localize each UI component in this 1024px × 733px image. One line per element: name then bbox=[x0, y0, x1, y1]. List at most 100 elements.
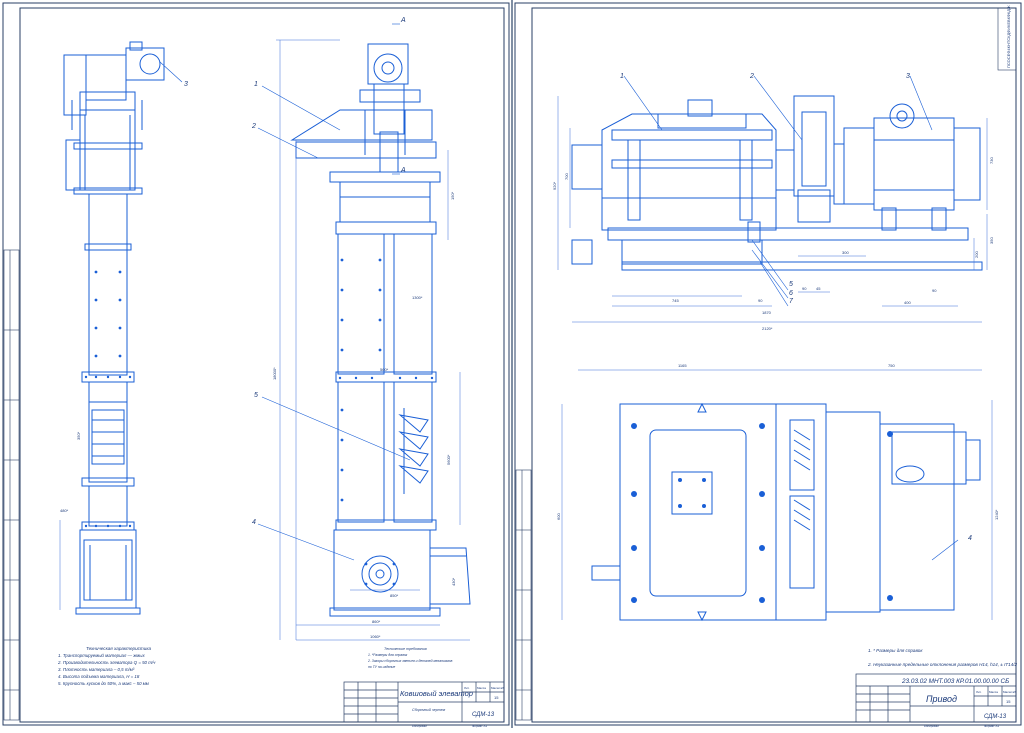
scale-label: Масштаб bbox=[1003, 690, 1016, 694]
dim-1870: 1870 bbox=[762, 310, 772, 315]
format-label: Формат А1 bbox=[984, 724, 999, 728]
callout-3: 3 bbox=[906, 73, 910, 80]
callout-5: 5 bbox=[789, 281, 793, 288]
spec-item: 4. Высота подъема материала, Н = 18 bbox=[58, 674, 140, 679]
dim-1165: 1165 bbox=[678, 363, 687, 368]
requirement-item: 1. *Размеры для справок bbox=[368, 653, 408, 657]
plan-dimension-lines bbox=[561, 369, 993, 620]
elevator-title-block bbox=[343, 681, 505, 723]
drive-title-texts: 23.03.02 МНТ.003 КР.01.00.00.00 СБ Приво… bbox=[901, 678, 1016, 728]
dim-300: 300 bbox=[842, 250, 849, 255]
elevator-title-texts: Ковшовый элеватор Сборочный чертеж СДМ-1… bbox=[400, 686, 504, 728]
callout-7: 7 bbox=[789, 298, 794, 305]
format-label: Формат А1 bbox=[472, 724, 487, 728]
side-view-bolts bbox=[84, 270, 132, 528]
copied-label: Копировал bbox=[412, 724, 427, 728]
elevator-leaders bbox=[159, 23, 411, 561]
drawing-subtitle: Сборочный чертеж bbox=[412, 708, 446, 712]
document-code: 23.03.02 МНТ.003 КР.01.00.00.00 СБ bbox=[901, 678, 1009, 685]
lit-label: Лит. bbox=[464, 686, 470, 690]
spec-item: 3. Плотность материала – 0,5 т/м³ bbox=[58, 667, 135, 672]
scale-label: Масштаб bbox=[491, 686, 504, 690]
dim-h-motor: 730 bbox=[989, 157, 994, 164]
dim-h-total: 920* bbox=[552, 181, 557, 190]
drive-dimension-texts: 920* 700 730 350 200 745 90 1870 2120* 3… bbox=[552, 157, 994, 331]
dim-h-base: 200 bbox=[974, 251, 979, 258]
dim-low: 850* bbox=[390, 593, 399, 598]
callout-1: 1 bbox=[620, 73, 624, 80]
mass-label: Масса bbox=[989, 690, 998, 694]
dim-h-frame: 350 bbox=[989, 237, 994, 244]
inner-frame bbox=[531, 7, 1017, 723]
drive-title-block bbox=[855, 673, 1017, 723]
dim-600: 600 bbox=[556, 513, 561, 520]
sheet-divider bbox=[511, 0, 513, 728]
dim-bottom-width: 860* bbox=[372, 619, 381, 624]
callout-2: 2 bbox=[749, 73, 754, 80]
tech-specs: Техническая характеристика 1. Транспорти… bbox=[57, 646, 156, 686]
dim-bucket: 560* bbox=[380, 367, 389, 372]
front-view-bolts bbox=[338, 258, 434, 586]
sheet-number: 15 bbox=[494, 695, 499, 700]
callout-5: 5 bbox=[254, 392, 258, 399]
drawing-sheet-drive: ПСОСЕФ4КНТСКДФИКЕВКФКДЖ bbox=[512, 0, 1024, 728]
dim-mid: 5600* bbox=[446, 454, 451, 465]
plan-view-bolts bbox=[631, 423, 893, 603]
elevator-callouts: 3 1 2 5 4 A A bbox=[184, 17, 406, 526]
callout-3: 3 bbox=[184, 81, 188, 88]
drive-leaders bbox=[623, 75, 959, 561]
sheet-number: 15 bbox=[1006, 699, 1011, 704]
dim-45: 45 bbox=[816, 286, 821, 291]
margin-stamp bbox=[515, 469, 532, 721]
dim-2120: 2120* bbox=[762, 326, 773, 331]
margin-stamp bbox=[3, 249, 20, 721]
elevator-drawing: 18000* 5600* 560* 1060* 860* 1300* 850* … bbox=[2, 2, 510, 728]
dim-90b: 90 bbox=[802, 286, 807, 291]
drive-notes: 1. * Размеры для справок 2. Неуказанные … bbox=[867, 648, 1018, 667]
dim-h-block: 700 bbox=[564, 173, 569, 180]
spec-item: 1. Транспортируемый материал — жмых bbox=[58, 653, 145, 658]
requirement-item: по ТУ на изделие bbox=[368, 665, 395, 669]
drive-drawing: ПСОСЕФ4КНТСКДФИКЕВКФКДЖ bbox=[514, 2, 1022, 728]
section-a-bottom: A bbox=[400, 167, 406, 174]
stamp-code: ПСОСЕФ4КНТСКДФИКЕВКФКДЖ bbox=[1006, 5, 1011, 68]
tech-requirements: Технические требования 1. *Размеры для с… bbox=[367, 647, 453, 669]
inner-frame bbox=[19, 7, 505, 723]
dim-745: 745 bbox=[672, 298, 679, 303]
dim-90c: 90 bbox=[932, 288, 937, 293]
requirements-heading: Технические требования bbox=[384, 647, 427, 651]
callout-4: 4 bbox=[252, 519, 256, 526]
section-a-top: A bbox=[400, 17, 406, 24]
elevator-dimension-lines bbox=[59, 39, 470, 641]
drive-plan-view bbox=[591, 402, 981, 622]
dim-400: 400 bbox=[904, 300, 911, 305]
drive-callouts: 1 2 3 5 6 7 4 bbox=[620, 73, 972, 542]
specs-heading: Техническая характеристика bbox=[86, 646, 151, 651]
drive-dimension-lines bbox=[557, 96, 988, 323]
outer-border bbox=[514, 2, 1022, 726]
rotated-stamp: ПСОСЕФ4КНТСКДФИКЕВКФКДЖ bbox=[997, 5, 1017, 71]
dim-1240: 1240* bbox=[994, 509, 999, 520]
requirement-item: 2. Зазоры сборочных звеньев и деталей ме… bbox=[367, 659, 453, 663]
spec-item: 5. Крупность кусков до 50%, а макс – 50 … bbox=[58, 681, 149, 686]
elevator-front-view bbox=[290, 43, 471, 617]
drawing-name: Ковшовый элеватор bbox=[400, 689, 473, 698]
drive-front-view bbox=[571, 95, 983, 271]
elevator-side-view bbox=[63, 41, 165, 615]
spec-item: 2. Производительность элеватора Q = 50 т… bbox=[57, 660, 156, 665]
mass-label: Масса bbox=[477, 686, 486, 690]
dim-aux2: 430* bbox=[451, 577, 456, 586]
plan-dimension-texts: 1165 750 600 1240* bbox=[556, 363, 999, 520]
callout-6: 6 bbox=[789, 290, 793, 297]
note-1: 1. * Размеры для справок bbox=[868, 648, 923, 653]
dim-total-width: 1060* bbox=[370, 634, 381, 639]
dim-tot2: 480* bbox=[60, 508, 69, 513]
dim-leg: 350* bbox=[76, 431, 81, 440]
note-2: 2. Неуказанные предельные отклонения раз… bbox=[867, 662, 1018, 667]
callout-2: 2 bbox=[251, 123, 256, 130]
drawing-designation: СДМ-13 bbox=[984, 714, 1007, 720]
elevator-dimension-texts: 18000* 5600* 560* 1060* 860* 1300* 850* … bbox=[60, 191, 456, 639]
dim-height: 18000* bbox=[272, 367, 277, 380]
dim-main: 1300* bbox=[412, 295, 423, 300]
drawing-code: СДМ-13 bbox=[472, 712, 495, 718]
